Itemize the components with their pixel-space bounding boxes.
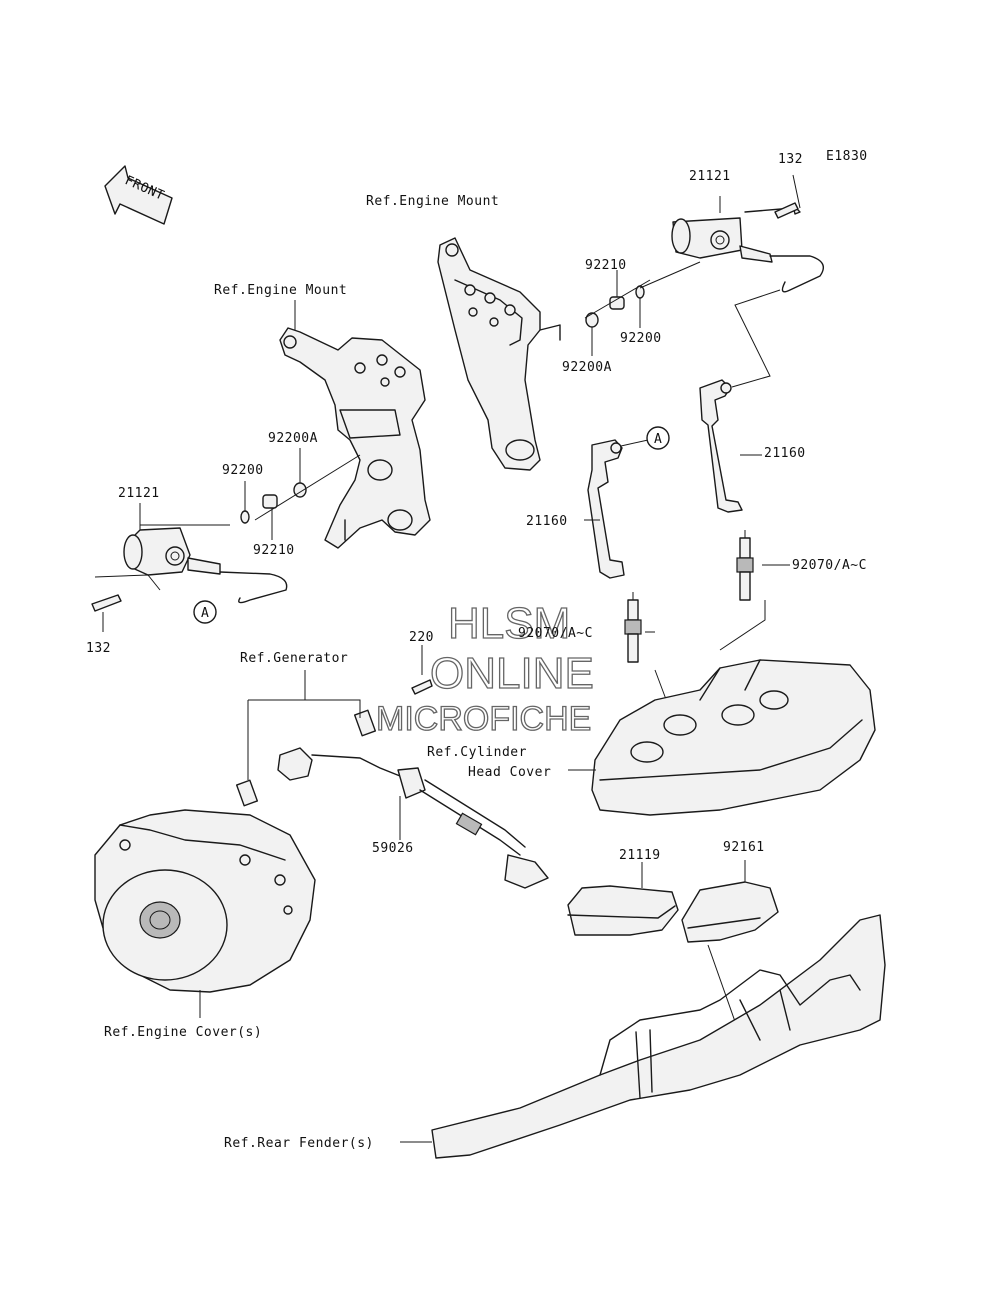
front-arrow-icon: FRONT — [104, 165, 173, 225]
label-ref-generator: Ref.Generator — [240, 651, 348, 666]
label-coil-left: 21121 — [118, 486, 160, 501]
spark-plug-center — [624, 592, 671, 711]
label-collar-left: 92210 — [253, 543, 295, 558]
label-plug-right: 92070/A~C — [792, 558, 867, 573]
label-washer-a-top: 92200A — [562, 360, 612, 375]
rear-fender — [400, 914, 886, 1159]
igniter-bracket — [681, 860, 779, 1031]
washer-top — [635, 285, 645, 328]
diagram-code: E1830 — [826, 149, 868, 164]
label-washer-left: 92200 — [222, 463, 264, 478]
collar-top — [609, 270, 625, 310]
engine-mount-bracket-left — [279, 300, 431, 549]
watermark-line3: MICROFICHE — [376, 700, 591, 738]
label-washer-a-left: 92200A — [268, 431, 318, 446]
plug-cap-center — [584, 439, 649, 579]
label-bolt-left: 132 — [86, 641, 111, 656]
marker-a-top: A — [646, 426, 670, 450]
washer-a-top — [585, 312, 599, 356]
ignition-coil-left — [94, 503, 288, 604]
label-harness: 59026 — [372, 841, 414, 856]
watermark-line1: HLSM — [448, 599, 570, 648]
plug-cap-right — [699, 289, 781, 513]
bolt-left — [91, 594, 122, 632]
watermark-line2: ONLINE — [430, 649, 594, 698]
label-ref-rear-fender: Ref.Rear Fender(s) — [224, 1136, 374, 1151]
label-ref-cylinder-1: Ref.Cylinder — [427, 745, 527, 760]
label-ref-cylinder-2: Head Cover — [468, 765, 551, 780]
spark-plug-right — [719, 530, 790, 651]
bolt-220 — [411, 645, 433, 695]
label-bracket: 92161 — [723, 840, 765, 855]
marker-a-left-label: A — [201, 606, 209, 621]
watermark: HLSM ONLINE MICROFICHE — [375, 598, 594, 738]
label-cap-left: 21160 — [526, 514, 568, 529]
engine-cover — [94, 809, 316, 1018]
label-plug-center: 92070/A~C — [518, 626, 593, 641]
engine-mount-bracket-top — [437, 237, 561, 471]
label-washer-top: 92200 — [620, 331, 662, 346]
label-ref-engine-cover: Ref.Engine Cover(s) — [104, 1025, 262, 1040]
label-collar-top: 92210 — [585, 258, 627, 273]
label-engine-mount-left: Ref.Engine Mount — [214, 283, 347, 298]
label-cap-right: 21160 — [764, 446, 806, 461]
wire-harness — [235, 670, 549, 889]
label-igniter: 21119 — [619, 848, 661, 863]
ignition-coil-top — [671, 174, 824, 293]
label-coil-top: 21121 — [689, 169, 731, 184]
label-engine-mount-top: Ref.Engine Mount — [366, 194, 499, 209]
washer-left — [240, 481, 250, 524]
marker-a-left: A — [193, 600, 217, 624]
cylinder-head-cover — [568, 659, 876, 816]
igniter — [567, 862, 679, 936]
label-bolt-top: 132 — [778, 152, 803, 167]
label-bolt-220: 220 — [409, 630, 434, 645]
collar-left — [262, 494, 278, 540]
bolt-top — [774, 202, 799, 219]
marker-a-top-label: A — [654, 432, 662, 447]
